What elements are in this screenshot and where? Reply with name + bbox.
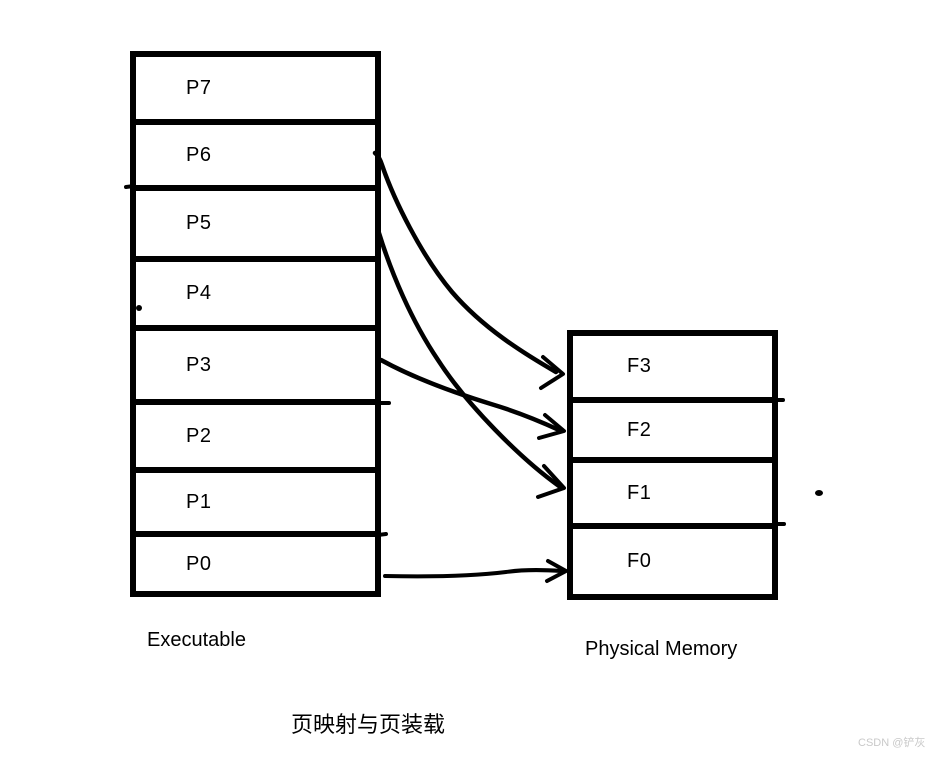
frame-label: F1	[627, 481, 652, 504]
page-label: P2	[186, 424, 212, 447]
page-row: P3	[136, 331, 375, 405]
frame-label: F0	[627, 550, 652, 572]
page-label: P7	[186, 76, 212, 99]
frame-label: F3	[627, 355, 652, 377]
frame-row: F1	[573, 463, 772, 529]
frame-row: F3	[573, 336, 772, 403]
arrow-p0-f0	[383, 559, 568, 583]
page-row: P7	[136, 57, 375, 125]
page-row: P6	[136, 125, 375, 191]
frame-row: F2	[573, 403, 772, 463]
page-label: P6	[186, 143, 212, 166]
page-label: P4	[186, 282, 212, 304]
executable-label: Executable	[147, 629, 246, 651]
ink-dot-right	[815, 490, 823, 496]
physical-memory-label: Physical Memory	[585, 638, 738, 660]
page-row: P4	[136, 262, 375, 331]
arrow-p6-f3	[372, 150, 565, 390]
arrow-p5-f1	[376, 230, 566, 499]
page-row: P1	[136, 473, 375, 537]
page-row: P5	[136, 191, 375, 262]
page-row: P0	[136, 537, 375, 591]
page-label: P0	[186, 552, 212, 575]
frame-label: F2	[627, 418, 652, 441]
page-row: P2	[136, 405, 375, 473]
page-label: P1	[186, 490, 212, 513]
diagram-caption: 页映射与页装载	[291, 712, 446, 737]
arrow-p3-f2	[378, 357, 566, 440]
executable-stack: P7 P6 P5 P4 P3 P2 P1 P0	[130, 51, 381, 597]
frame-row: F0	[573, 529, 772, 594]
page-label: P3	[186, 353, 212, 376]
page-label: P5	[186, 212, 212, 234]
physical-memory-stack: F3 F2 F1 F0	[567, 330, 778, 600]
csdn-watermark: CSDN @铲灰	[858, 737, 926, 749]
